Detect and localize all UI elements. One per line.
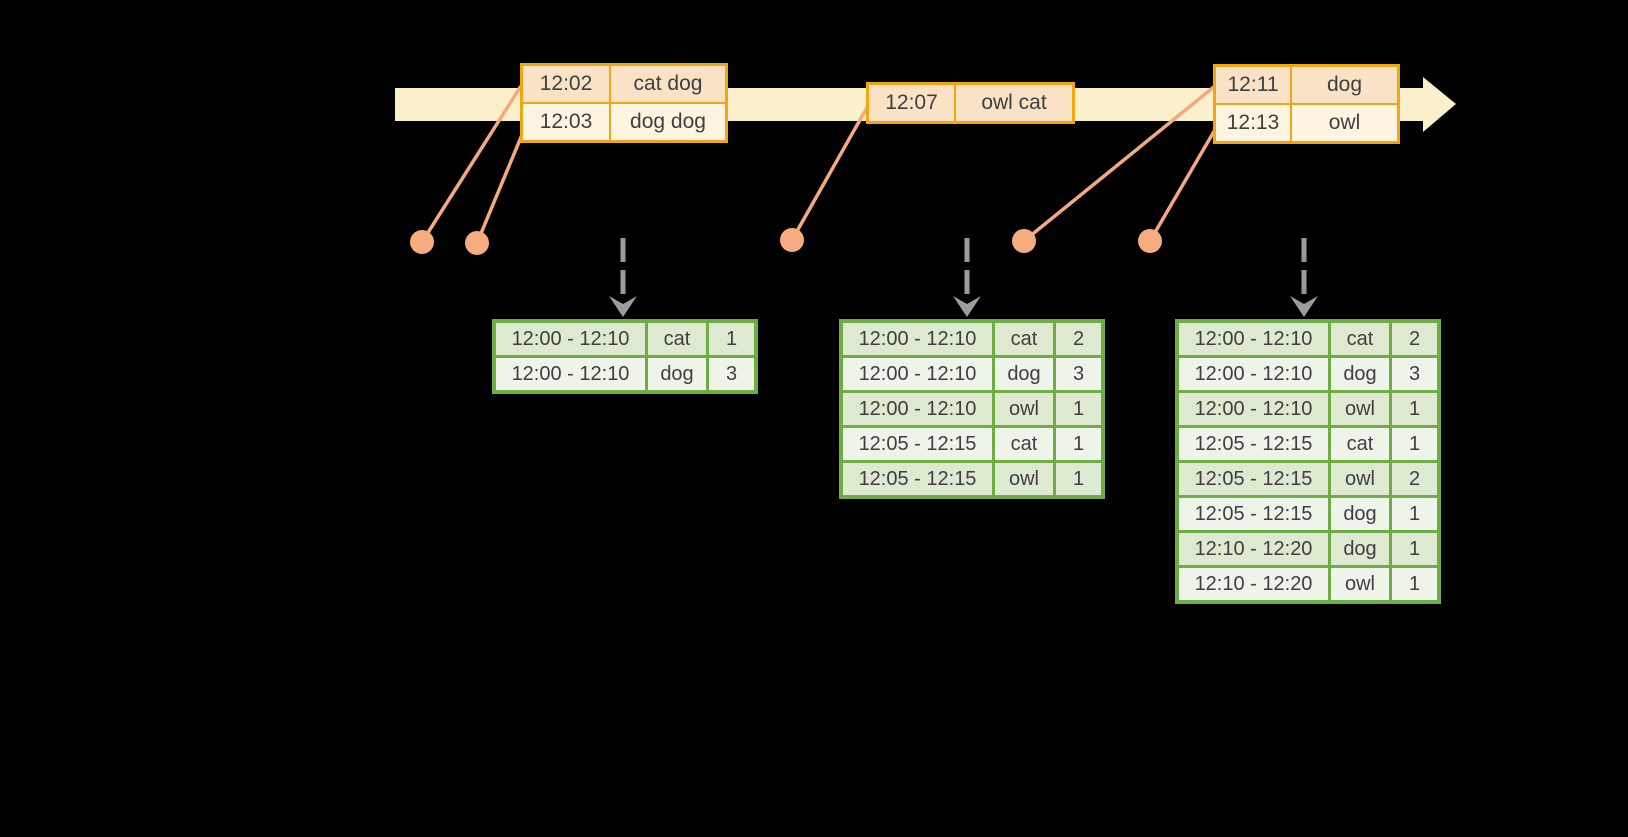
- window-cell: 12:05 - 12:15: [843, 428, 992, 460]
- count-cell: 2: [1056, 323, 1101, 355]
- window-cell: 12:10 - 12:20: [1179, 533, 1328, 565]
- event-time: 12:03: [523, 104, 609, 140]
- connector-lines: [420, 84, 1218, 244]
- count-cell: 1: [1392, 393, 1437, 425]
- window-cell: 12:00 - 12:10: [843, 323, 992, 355]
- count-cell: 2: [1392, 323, 1437, 355]
- event-time: 12:11: [1216, 67, 1290, 103]
- event-dot: [465, 231, 489, 255]
- connector-line: [1022, 84, 1217, 243]
- window-cell: 12:05 - 12:15: [1179, 428, 1328, 460]
- event-dot: [1138, 229, 1162, 253]
- window-cell: 12:00 - 12:10: [1179, 358, 1328, 390]
- window-cell: 12:00 - 12:10: [843, 393, 992, 425]
- event-table-3: 12:11 dog 12:13 owl: [1213, 64, 1400, 144]
- window-cell: 12:00 - 12:10: [1179, 393, 1328, 425]
- count-cell: 1: [1392, 498, 1437, 530]
- word-cell: dog: [1331, 533, 1389, 565]
- word-cell: dog: [995, 358, 1053, 390]
- count-cell: 1: [1392, 568, 1437, 600]
- arrow-down-icon: [953, 296, 981, 317]
- word-cell: cat: [995, 323, 1053, 355]
- count-cell: 3: [709, 358, 754, 390]
- event-time: 12:07: [869, 85, 954, 121]
- word-cell: cat: [1331, 323, 1389, 355]
- word-cell: owl: [995, 393, 1053, 425]
- count-cell: 1: [1392, 428, 1437, 460]
- word-cell: dog: [1331, 498, 1389, 530]
- window-cell: 12:05 - 12:15: [1179, 463, 1328, 495]
- event-table-1: 12:02 cat dog 12:03 dog dog: [520, 63, 728, 143]
- event-time: 12:13: [1216, 105, 1290, 141]
- window-cell: 12:00 - 12:10: [1179, 323, 1328, 355]
- event-dot: [410, 230, 434, 254]
- count-cell: 2: [1392, 463, 1437, 495]
- event-dot: [780, 228, 804, 252]
- window-cell: 12:10 - 12:20: [1179, 568, 1328, 600]
- event-time: 12:02: [523, 66, 609, 102]
- count-cell: 1: [1392, 533, 1437, 565]
- connector-line: [420, 85, 523, 243]
- word-cell: dog: [648, 358, 706, 390]
- count-cell: 1: [1056, 428, 1101, 460]
- window-cell: 12:05 - 12:15: [843, 463, 992, 495]
- word-cell: cat: [995, 428, 1053, 460]
- event-dots: [410, 228, 1162, 255]
- event-words: owl: [1292, 105, 1397, 141]
- count-cell: 1: [1056, 393, 1101, 425]
- arrow-down-icon: [609, 296, 637, 317]
- count-cell: 3: [1392, 358, 1437, 390]
- result-table-1: 12:00 - 12:10 cat 1 12:00 - 12:10 dog 3: [492, 319, 758, 394]
- window-cell: 12:00 - 12:10: [496, 358, 645, 390]
- word-cell: owl: [1331, 393, 1389, 425]
- event-words: owl cat: [956, 85, 1072, 121]
- connector-line: [790, 103, 871, 241]
- window-cell: 12:00 - 12:10: [843, 358, 992, 390]
- event-table-2: 12:07 owl cat: [866, 82, 1075, 124]
- word-cell: owl: [1331, 568, 1389, 600]
- event-words: cat dog: [611, 66, 725, 102]
- word-cell: cat: [648, 323, 706, 355]
- result-table-3: 12:00 - 12:10 cat 2 12:00 - 12:10 dog 3 …: [1175, 319, 1441, 604]
- count-cell: 3: [1056, 358, 1101, 390]
- event-time-arrow-icon: [1423, 77, 1456, 132]
- event-words: dog dog: [611, 104, 725, 140]
- window-cell: 12:00 - 12:10: [496, 323, 645, 355]
- count-cell: 1: [1056, 463, 1101, 495]
- result-table-2: 12:00 - 12:10 cat 2 12:00 - 12:10 dog 3 …: [839, 319, 1105, 499]
- connector-line: [1148, 127, 1218, 242]
- word-cell: cat: [1331, 428, 1389, 460]
- arrow-down-icon: [1290, 296, 1318, 317]
- word-cell: owl: [995, 463, 1053, 495]
- window-cell: 12:05 - 12:15: [1179, 498, 1328, 530]
- count-cell: 1: [709, 323, 754, 355]
- word-cell: dog: [1331, 358, 1389, 390]
- trigger-arrows: [609, 238, 1318, 317]
- event-dot: [1012, 229, 1036, 253]
- event-words: dog: [1292, 67, 1397, 103]
- word-cell: owl: [1331, 463, 1389, 495]
- connector-line: [475, 129, 526, 244]
